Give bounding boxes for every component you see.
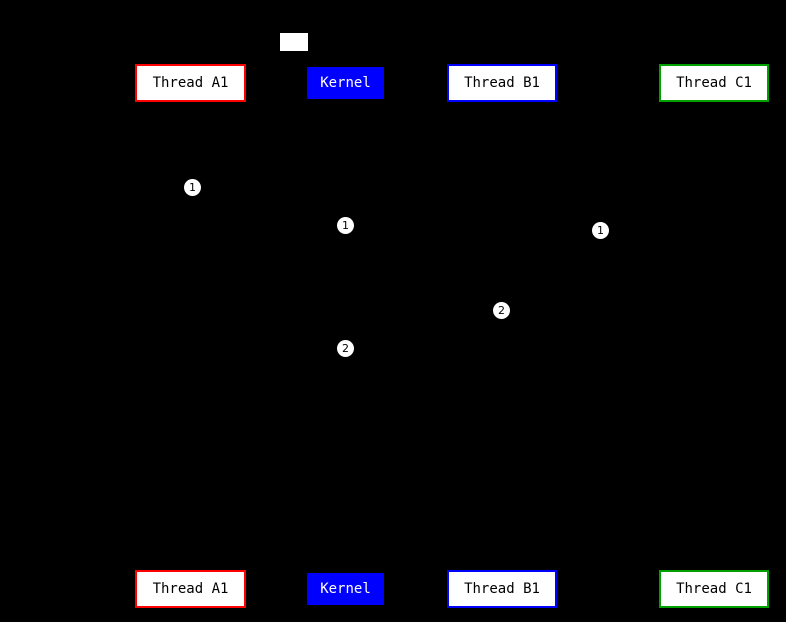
participant-thread-a1-top: Thread A1: [135, 64, 246, 102]
participant-thread-b1-top: Thread B1: [447, 64, 557, 102]
participant-thread-c1-bottom: Thread C1: [659, 570, 769, 608]
badge-number: 1: [597, 224, 604, 237]
participant-kernel-bottom: Kernel: [307, 573, 384, 605]
badge-number: 1: [189, 181, 196, 194]
participant-label: Thread B1: [464, 75, 540, 91]
participant-label: Kernel: [320, 581, 371, 597]
participant-label: Thread C1: [676, 581, 752, 597]
step-badge-1-kernel: 1: [337, 217, 354, 234]
step-badge-1-thread-a1: 1: [184, 179, 201, 196]
badge-number: 1: [342, 219, 349, 232]
step-badge-1-right: 1: [592, 222, 609, 239]
participant-thread-b1-bottom: Thread B1: [447, 570, 557, 608]
white-marker: [280, 33, 308, 51]
participant-label: Thread A1: [152, 581, 229, 597]
step-badge-2-kernel: 2: [337, 340, 354, 357]
participant-label: Thread C1: [676, 75, 752, 91]
participant-thread-a1-bottom: Thread A1: [135, 570, 246, 608]
participant-thread-c1-top: Thread C1: [659, 64, 769, 102]
badge-number: 2: [342, 342, 349, 355]
step-badge-2-thread-b1: 2: [493, 302, 510, 319]
badge-number: 2: [498, 304, 505, 317]
participant-label: Thread A1: [152, 75, 229, 91]
participant-label: Kernel: [320, 75, 371, 91]
participant-label: Thread B1: [464, 581, 540, 597]
participant-kernel-top: Kernel: [307, 67, 384, 99]
